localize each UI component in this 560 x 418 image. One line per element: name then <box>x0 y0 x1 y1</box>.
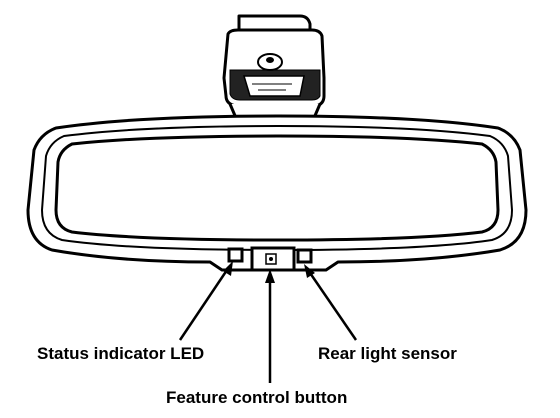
rear-light-sensor <box>296 248 313 264</box>
rear-light-sensor-arrow <box>304 264 358 341</box>
feature-control-button[interactable] <box>250 246 296 272</box>
feature-control-button-label: Feature control button <box>166 388 348 407</box>
mirror-body <box>26 114 528 272</box>
mirror-mount <box>222 14 326 120</box>
rear-light-sensor-label: Rear light sensor <box>318 344 457 363</box>
status-indicator-label: Status indicator LED <box>37 344 205 363</box>
feature-control-arrow <box>265 269 275 383</box>
status-indicator-led <box>227 247 244 263</box>
status-indicator-arrow <box>178 261 233 341</box>
